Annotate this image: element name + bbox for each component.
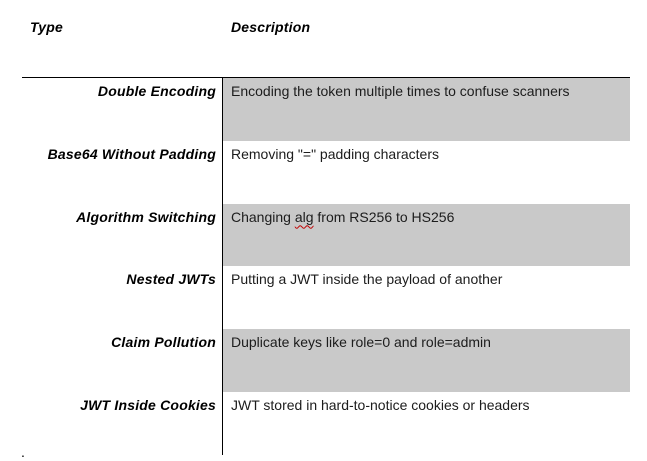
table-header-row: Type Description bbox=[22, 0, 630, 78]
description-text: Changing bbox=[231, 208, 295, 225]
description-cell: JWT stored in hard-to-notice cookies or … bbox=[223, 392, 630, 455]
table-body: Double Encoding Encoding the token multip… bbox=[22, 78, 630, 455]
misspelled-word: alg bbox=[294, 208, 314, 225]
type-cell: Nested JWTs bbox=[22, 266, 223, 330]
type-cell: Algorithm Switching bbox=[22, 203, 223, 267]
jwt-evasion-table: Type Description Double Encoding Encoding… bbox=[22, 0, 630, 455]
column-header-description: Description bbox=[231, 19, 311, 35]
table-row: Base64 Without Padding Removing "=" paddi… bbox=[22, 140, 630, 204]
description-cell: Encoding the token multiple times to con… bbox=[223, 78, 630, 141]
type-cell: JWT Inside Cookies bbox=[22, 392, 223, 455]
type-cell: Double Encoding bbox=[22, 78, 223, 141]
description-cell: Removing "=" padding characters bbox=[223, 141, 630, 204]
description-text: JWT stored in hard-to-notice cookies or … bbox=[231, 397, 530, 414]
description-cell: Duplicate keys like role=0 and role=admi… bbox=[223, 329, 630, 393]
stray-period-text: . bbox=[21, 444, 25, 460]
table-row: Claim Pollution Duplicate keys like role=… bbox=[22, 329, 630, 393]
description-cell: Putting a JWT inside the payload of anot… bbox=[223, 266, 630, 329]
description-cell: Changing alg from RS256 to HS256 bbox=[223, 203, 630, 267]
description-text: from RS256 to HS256 bbox=[313, 208, 455, 225]
table-row: Double Encoding Encoding the token multip… bbox=[22, 78, 630, 141]
description-text: Encoding the token multiple times to con… bbox=[231, 83, 570, 99]
description-text: Putting a JWT inside the payload of anot… bbox=[231, 271, 503, 288]
type-cell: Claim Pollution bbox=[22, 329, 223, 393]
column-header-type: Type bbox=[30, 19, 63, 35]
description-text: Duplicate keys like role=0 and role=admi… bbox=[231, 334, 491, 351]
description-text: Removing "=" padding characters bbox=[231, 145, 439, 162]
type-cell: Base64 Without Padding bbox=[22, 140, 223, 204]
table-row: Nested JWTs Putting a JWT inside the payl… bbox=[22, 266, 630, 330]
table-row: JWT Inside Cookies JWT stored in hard-to-… bbox=[22, 392, 630, 455]
